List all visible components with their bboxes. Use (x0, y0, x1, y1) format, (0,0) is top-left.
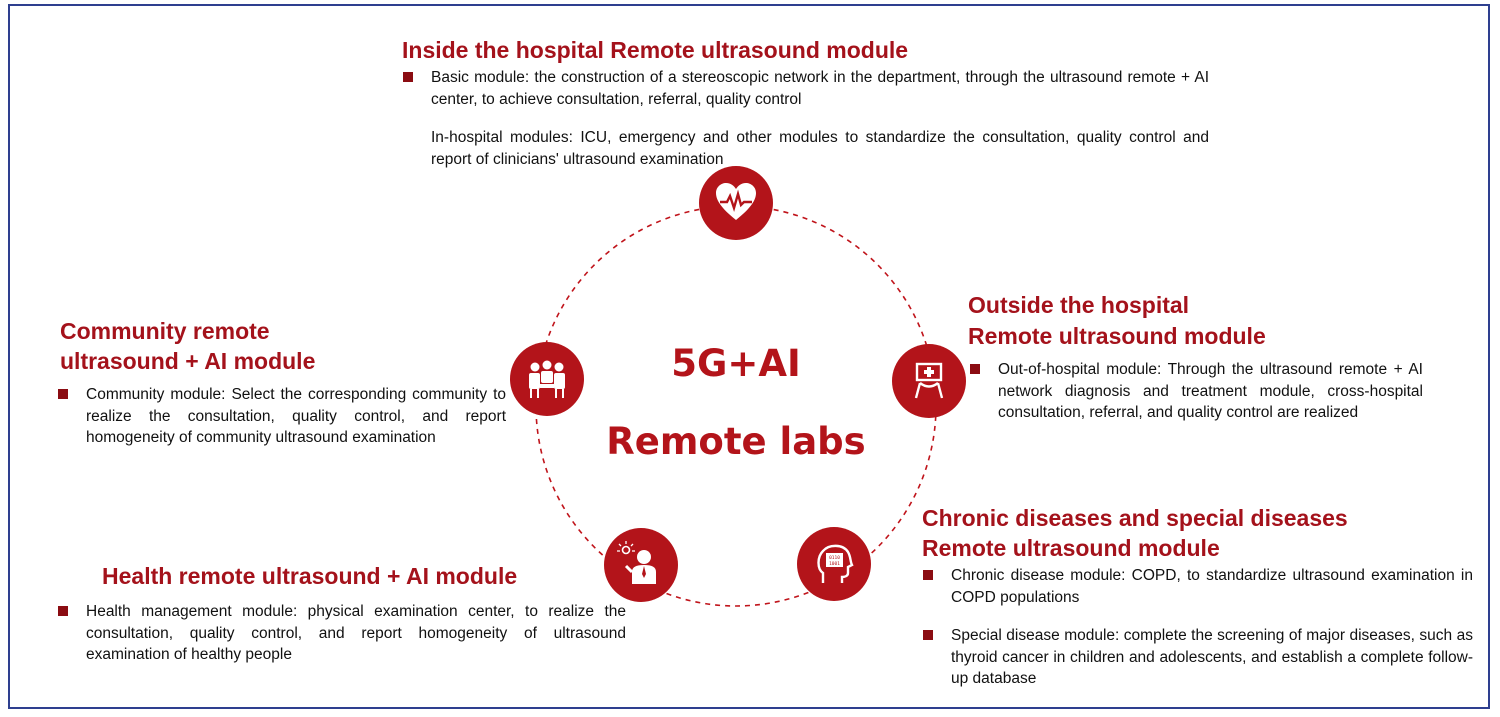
bullet-square (403, 72, 413, 82)
outside-hospital-title-line2: Remote ultrasound module (968, 323, 1266, 349)
outside-module-text: Out-of-hospital module: Through the ultr… (998, 361, 1423, 421)
person-idea-icon (604, 528, 678, 602)
bullet-square (970, 364, 980, 374)
outside-module: Out-of-hospital module: Through the ultr… (970, 359, 1423, 424)
outside-hospital-title-line1: Outside the hospital (968, 292, 1190, 318)
inside-inhospital-module-text: In-hospital modules: ICU, emergency and … (431, 129, 1209, 168)
center-title-line1: 5G+AI (671, 342, 801, 385)
chronic-disease-module: Chronic disease module: COPD, to standar… (923, 565, 1473, 608)
community-module: Community module: Select the correspondi… (58, 384, 506, 449)
inside-hospital-title: Inside the hospital Remote ultrasound mo… (402, 37, 909, 63)
community-module-text: Community module: Select the correspondi… (86, 386, 506, 446)
chronic-disease-module-text: Chronic disease module: COPD, to standar… (951, 567, 1473, 606)
community-title-line2: ultrasound + AI module (60, 348, 316, 374)
chronic-title-line1: Chronic diseases and special diseases (922, 505, 1348, 531)
health-module: Health management module: physical exami… (58, 601, 626, 666)
diagram-frame (8, 4, 1490, 709)
special-disease-module-text: Special disease module: complete the scr… (951, 627, 1473, 687)
bullet-square (923, 570, 933, 580)
inside-basic-module: Basic module: the construction of a ster… (403, 67, 1209, 110)
community-group-icon (510, 342, 584, 416)
health-title: Health remote ultrasound + AI module (102, 563, 518, 589)
bullet-square (923, 630, 933, 640)
special-disease-module: Special disease module: complete the scr… (923, 625, 1473, 690)
heart-pulse-icon (699, 166, 773, 240)
bullet-square (58, 389, 68, 399)
health-module-text: Health management module: physical exami… (86, 603, 626, 663)
inside-basic-module-text: Basic module: the construction of a ster… (431, 69, 1209, 108)
bullet-square (58, 606, 68, 616)
svg-text:1001: 1001 (829, 561, 840, 567)
chronic-title-line2: Remote ultrasound module (922, 535, 1220, 561)
doctor-monitor-icon (892, 344, 966, 418)
svg-text:0110: 0110 (829, 555, 840, 561)
center-title-line2: Remote labs (606, 420, 866, 463)
community-title-line1: Community remote (60, 318, 270, 344)
brain-head-icon: 0110 1001 (797, 527, 871, 601)
